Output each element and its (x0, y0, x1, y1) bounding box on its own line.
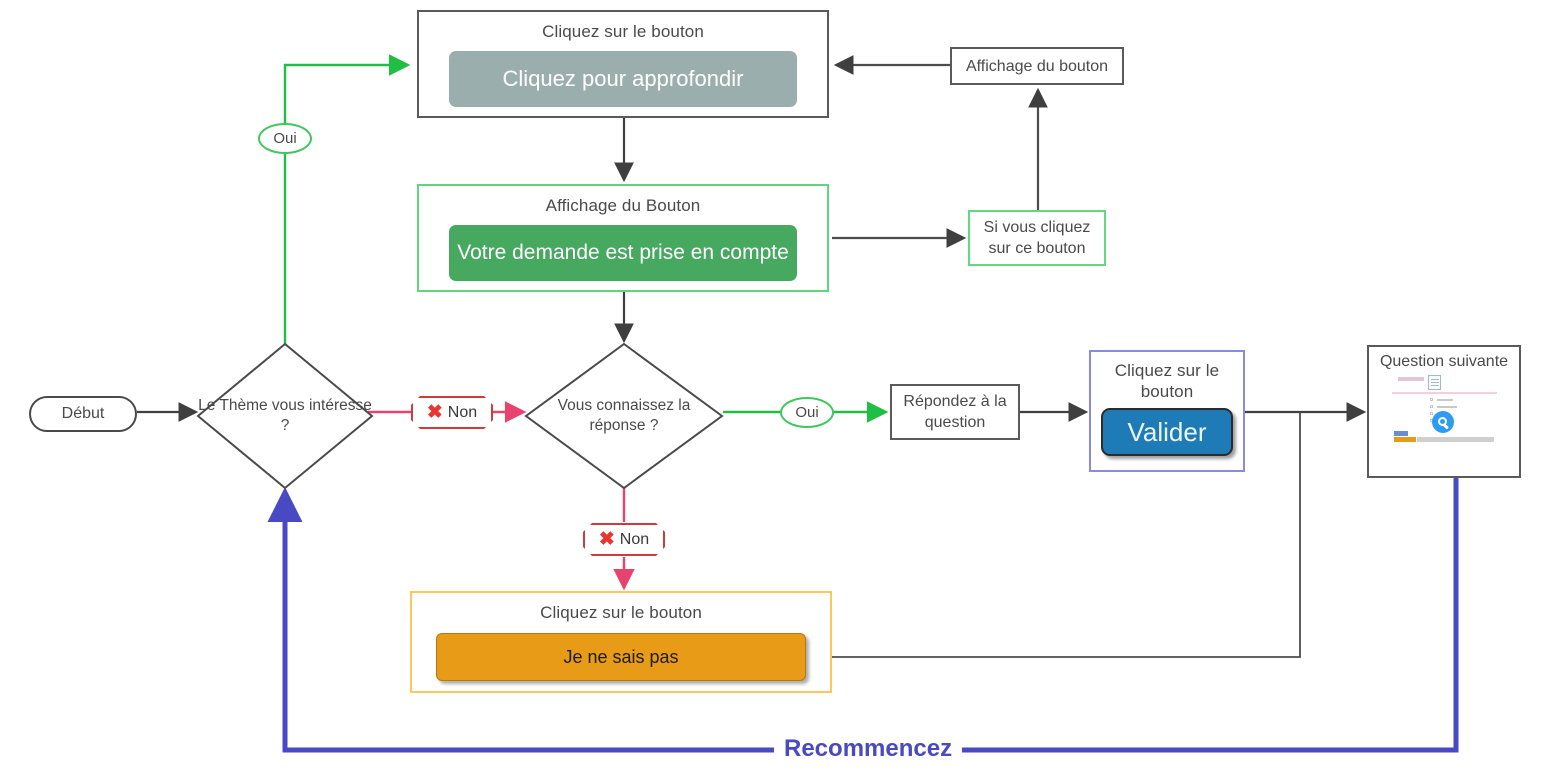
magnifier-glass (1437, 417, 1447, 426)
button-je-ne-sais-pas[interactable]: Je ne sais pas (436, 633, 806, 681)
node-si-vous-cliquez-label: Si vous cliquez sur ce bouton (983, 219, 1091, 257)
edge-label-oui-theme: Oui (258, 123, 312, 154)
card-je-ne-sais-pas-caption: Cliquez sur le bouton (540, 603, 702, 622)
card-approfondir-caption: Cliquez sur le bouton (542, 22, 704, 41)
document-icon (1427, 375, 1441, 390)
node-decision-reponse[interactable]: Vous connaissez la réponse ? (524, 342, 724, 490)
edge-label-recommencez-text: Recommencez (784, 735, 953, 762)
button-cliquez-pour-approfondir[interactable]: Cliquez pour approfondir (449, 51, 797, 107)
search-icon (1431, 411, 1454, 433)
cross-icon: ✖ (598, 529, 615, 550)
thumb-progress-blue (1393, 431, 1408, 436)
node-decision-theme[interactable]: Le Thème vous intéresse ? (196, 342, 374, 490)
thumb-progress-bar (1393, 431, 1494, 442)
thumb-progress-grey (1416, 437, 1494, 442)
thumb-divider (1391, 392, 1497, 394)
card-affichage-bouton-caption: Affichage du Bouton (545, 196, 701, 215)
card-valider[interactable]: Cliquez sur le bouton Valider (1089, 350, 1245, 472)
thumb-option-box (1429, 398, 1433, 401)
diamond-shape (196, 342, 374, 490)
node-repondez-label: Répondez à la question (903, 393, 1007, 431)
card-valider-caption: Cliquez sur le bouton (1114, 361, 1220, 401)
thumb-option-box (1429, 412, 1433, 415)
node-decision-reponse-label: Vous connaissez la réponse ? (557, 397, 691, 434)
node-affichage-du-bouton[interactable]: Affichage du bouton (950, 47, 1124, 85)
node-start[interactable]: Début (29, 396, 137, 432)
card-je-ne-sais-pas[interactable]: Cliquez sur le bouton Je ne sais pas (410, 591, 832, 693)
edge-label-oui-reponse: Oui (780, 397, 834, 428)
node-si-vous-cliquez[interactable]: Si vous cliquez sur ce bouton (968, 210, 1106, 266)
card-question-suivante[interactable]: Question suivante (1367, 345, 1521, 478)
card-approfondir[interactable]: Cliquez sur le bouton Cliquez pour appro… (417, 10, 829, 118)
button-valider[interactable]: Valider (1101, 408, 1233, 456)
edge-label-non-theme: ✖ Non (411, 396, 493, 429)
edge-label-recommencez: Recommencez (774, 735, 963, 763)
node-affichage-du-bouton-label: Affichage du bouton (965, 57, 1109, 75)
button-votre-demande-prise-en-compte[interactable]: Votre demande est prise en compte (449, 225, 797, 281)
diamond-shape (524, 342, 724, 490)
edge-label-non-theme-text: Non (447, 403, 478, 421)
card-affichage-bouton[interactable]: Affichage du Bouton Votre demande est pr… (417, 184, 829, 292)
question-suivante-thumbnail (1391, 375, 1497, 447)
edge-label-oui-reponse-text: Oui (795, 404, 819, 421)
card-question-suivante-title: Question suivante (1379, 353, 1509, 370)
thumb-progress-orange (1393, 437, 1416, 442)
thumb-option-box (1429, 405, 1433, 408)
edge-label-non-reponse-text: Non (619, 530, 650, 548)
thumb-option-line (1436, 399, 1453, 401)
edge-label-oui-theme-text: Oui (273, 130, 297, 147)
node-start-label: Début (61, 405, 105, 422)
thumb-heading-line (1397, 377, 1424, 381)
thumb-option-line (1436, 406, 1457, 408)
cross-icon: ✖ (426, 402, 443, 423)
node-repondez-a-la-question[interactable]: Répondez à la question (890, 384, 1020, 440)
node-decision-theme-label: Le Thème vous intéresse ? (198, 397, 372, 434)
edge-label-non-reponse: ✖ Non (583, 523, 665, 556)
